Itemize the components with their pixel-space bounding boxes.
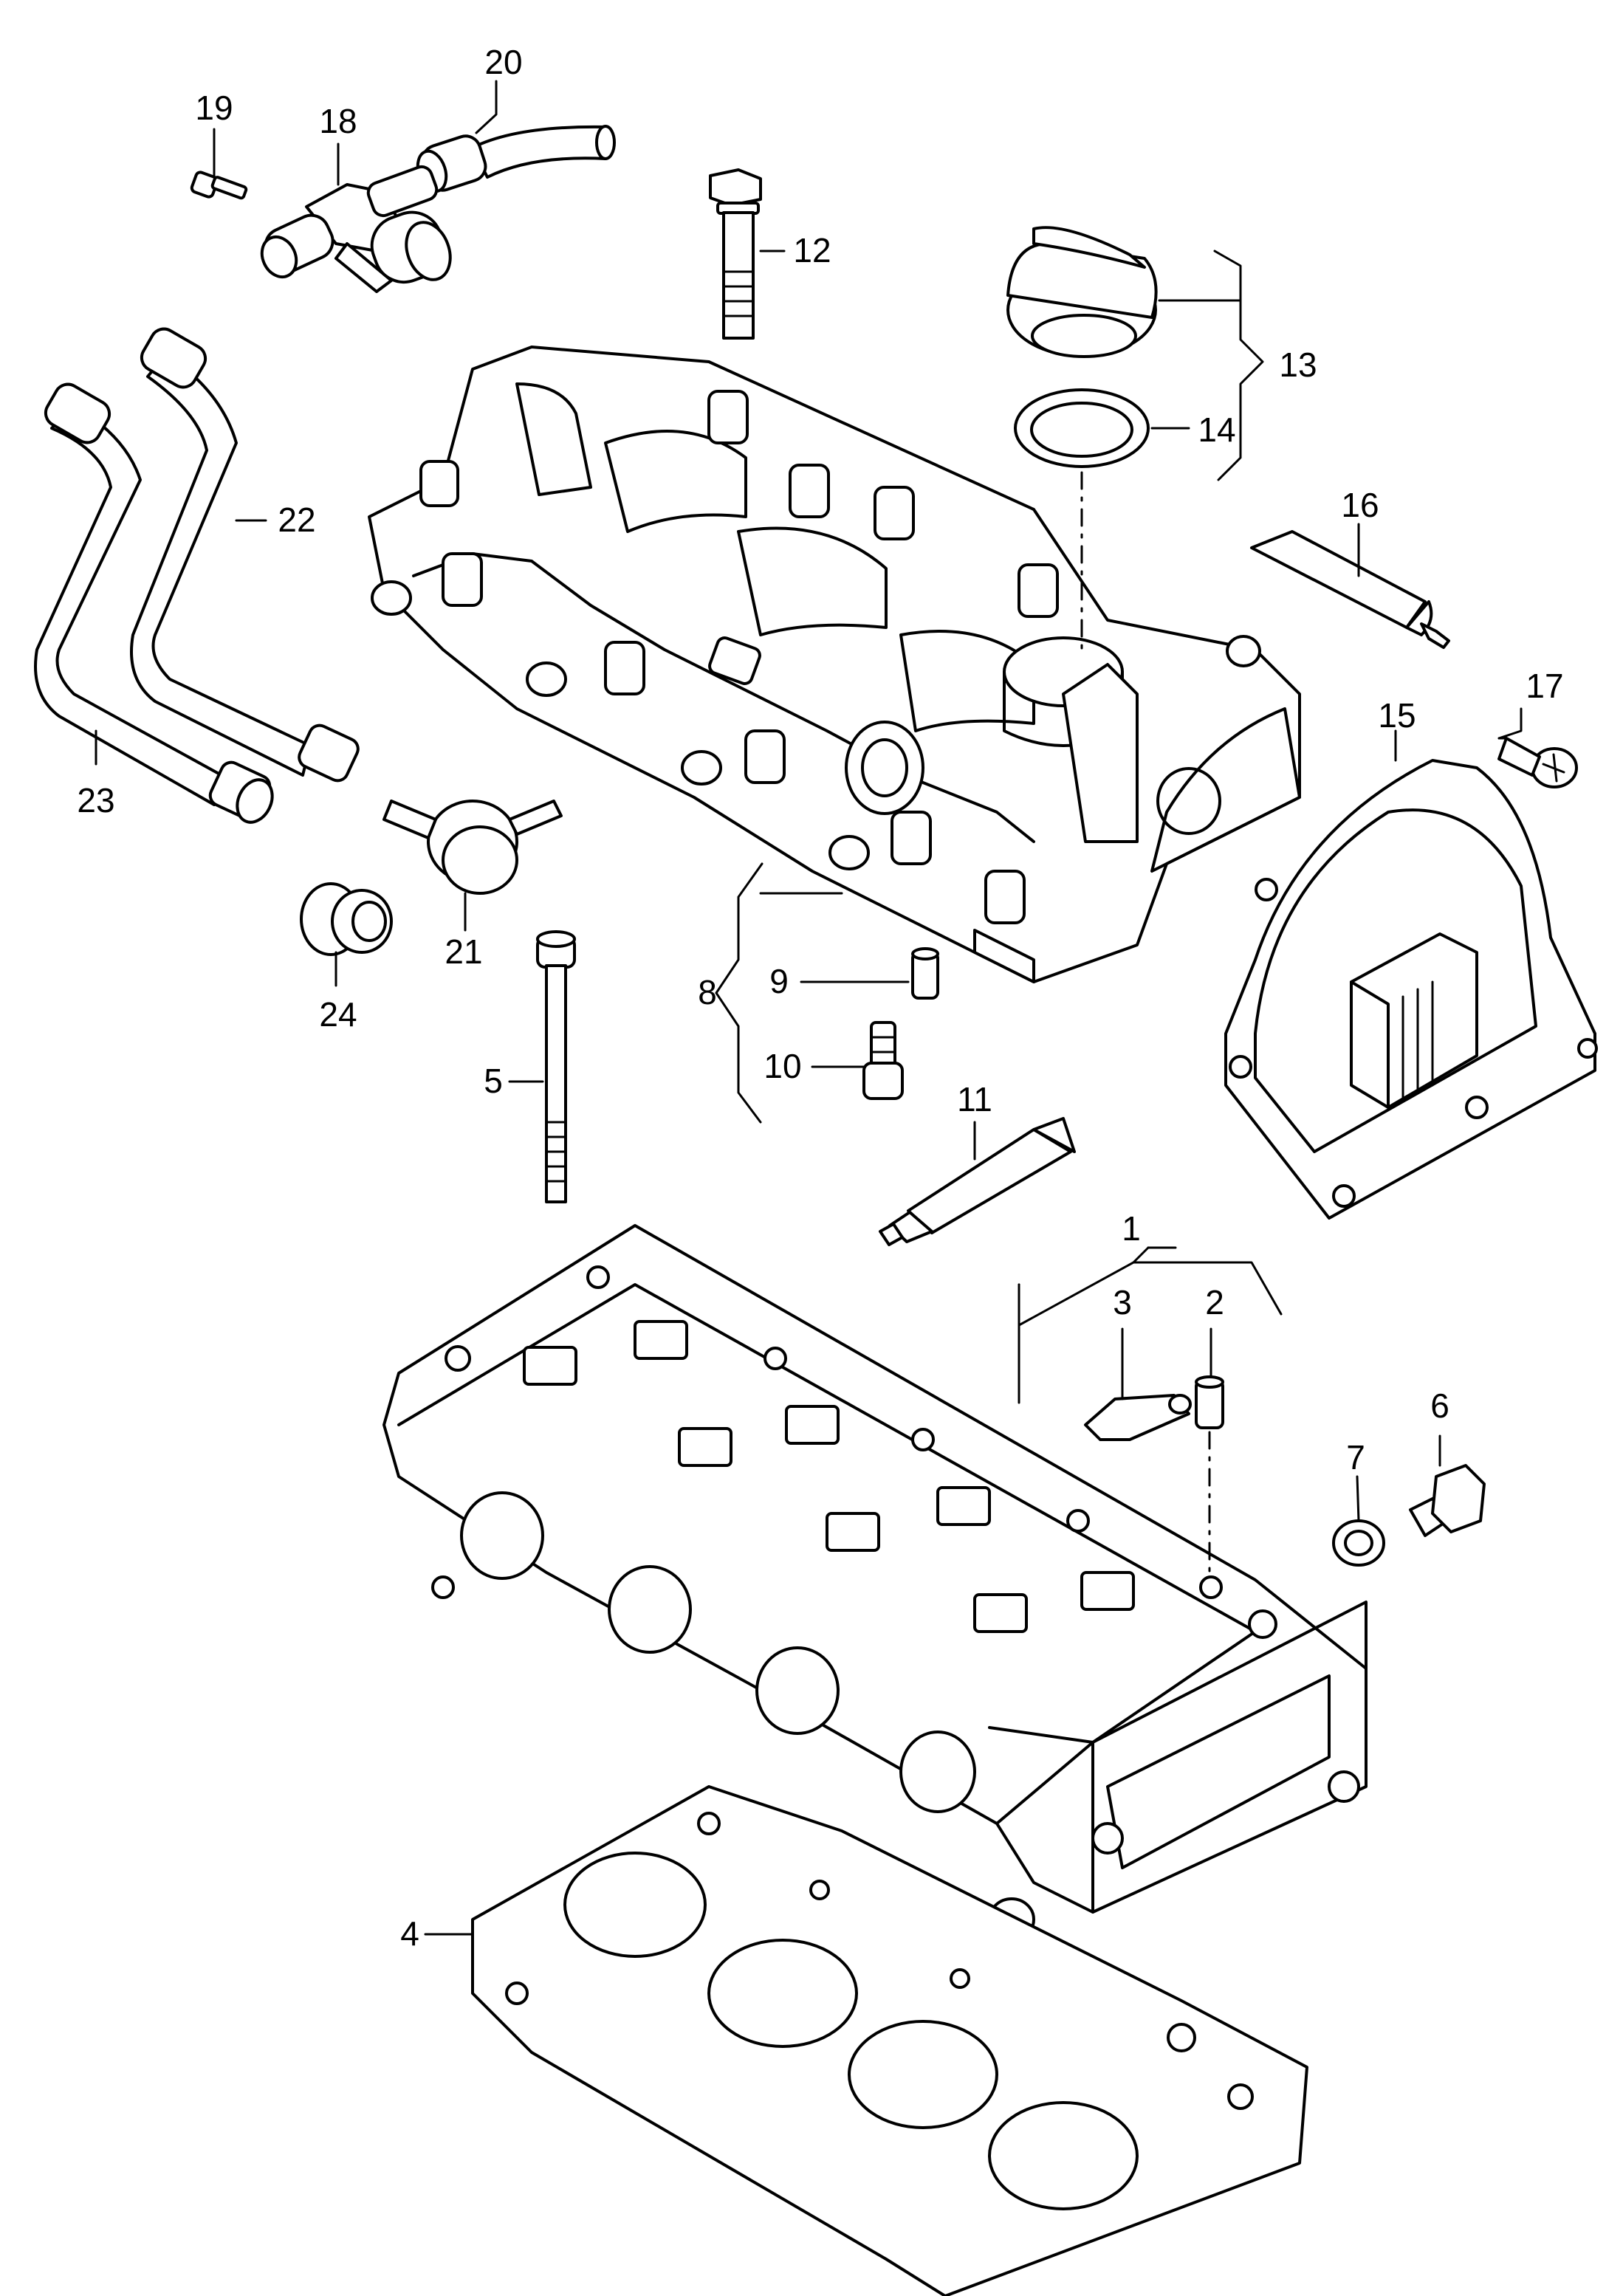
callout-17: 17 [1526, 667, 1563, 705]
part-18-breather-connector [260, 165, 452, 293]
callout-10: 10 [764, 1047, 801, 1085]
part-6-plug-bolt [1409, 1464, 1486, 1537]
callout-15: 15 [1378, 696, 1416, 735]
leader-lines [95, 80, 1523, 1936]
callout-1: 1 [1122, 1209, 1141, 1248]
part-23-vent-pipe [34, 382, 274, 824]
callout-18: 18 [319, 102, 357, 140]
part-10-bolt [862, 1021, 904, 1100]
part-20-hose [416, 125, 616, 193]
part-8-camshaft-housing [368, 346, 1301, 983]
callout-24: 24 [319, 995, 357, 1034]
part-19-small-bolt [190, 171, 248, 200]
callout-19: 19 [195, 89, 233, 127]
part-13-oil-filler-cap [1006, 226, 1158, 358]
callout-6: 6 [1430, 1386, 1449, 1425]
callout-16: 16 [1341, 486, 1379, 524]
part-14-seal-ring [1014, 388, 1150, 468]
part-4-cylinder-head-gasket [471, 1785, 1308, 2296]
part-16-sealant-tube [1250, 530, 1450, 649]
callout-13: 13 [1279, 346, 1317, 384]
callout-7: 7 [1346, 1438, 1365, 1477]
callout-12: 12 [793, 231, 831, 269]
callout-8: 8 [698, 973, 717, 1011]
callout-14: 14 [1198, 410, 1235, 449]
part-17-screw [1497, 737, 1578, 788]
callout-21: 21 [445, 932, 482, 971]
part-5-cylinder-head-bolt [536, 930, 576, 1203]
part-2-dowel-sleeve [1195, 1375, 1224, 1429]
part-9-dowel-pin [911, 947, 939, 1000]
part-11-sealant-tube [879, 1117, 1076, 1246]
callout-23: 23 [77, 781, 114, 819]
part-7-seal-washer [1332, 1519, 1385, 1567]
callout-9: 9 [769, 962, 789, 1000]
callout-2: 2 [1205, 1283, 1224, 1321]
callout-4: 4 [400, 1914, 419, 1953]
part-12-bolt [709, 168, 762, 340]
callout-22: 22 [278, 501, 315, 539]
callout-11: 11 [957, 1080, 992, 1118]
callout-5: 5 [484, 1062, 503, 1100]
part-24-plug [300, 882, 393, 956]
callout-3: 3 [1113, 1283, 1132, 1321]
part-15-cover [1224, 759, 1598, 1220]
part-1-cylinder-head [382, 1224, 1368, 1942]
part-21-pressure-valve [382, 800, 563, 895]
part-3-stud [1084, 1394, 1192, 1441]
part-22-vent-pipe [130, 327, 360, 783]
callout-20: 20 [484, 43, 522, 81]
